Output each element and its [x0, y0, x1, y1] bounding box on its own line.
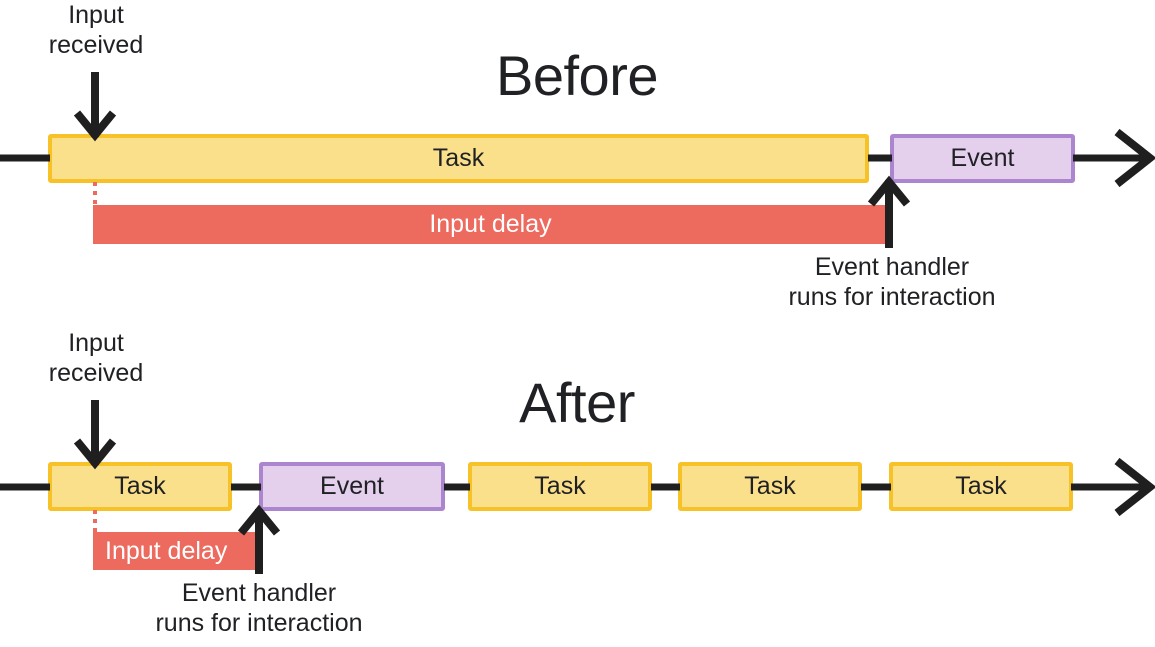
after-task-label-3: Task	[744, 472, 796, 500]
before-task-label: Task	[432, 144, 485, 172]
after-event-handler-line2: runs for interaction	[155, 609, 363, 637]
before-input-received-line2: received	[48, 31, 144, 59]
before-input-delay-guide	[93, 182, 97, 208]
after-task-block-1[interactable]: Task	[48, 462, 232, 511]
after-handler-arrow-head	[237, 504, 281, 536]
before-event-handler-line2: runs for interaction	[788, 283, 996, 311]
before-timeline-arrowhead	[1114, 128, 1155, 188]
after-event-block[interactable]: Event	[259, 462, 445, 511]
after-task-label-4: Task	[955, 472, 1007, 500]
after-input-delay-guide	[93, 510, 97, 534]
before-input-delay-bar: Input delay	[93, 205, 888, 244]
after-title: After	[519, 371, 635, 434]
before-input-received-label: Input received	[49, 0, 144, 60]
after-timeline-arrowhead	[1114, 457, 1155, 517]
after-input-delay-bar: Input delay	[93, 532, 258, 570]
after-input-delay-label: Input delay	[105, 536, 228, 565]
before-input-received-line1: Input	[68, 1, 124, 29]
before-event-handler-label: Event handler runs for interaction	[788, 252, 995, 312]
after-task-label-2: Task	[534, 472, 586, 500]
after-event-handler-label: Event handler runs for interaction	[155, 578, 362, 638]
before-event-block[interactable]: Event	[890, 134, 1075, 183]
after-task-block-2[interactable]: Task	[468, 462, 652, 511]
after-input-arrow-head	[73, 438, 117, 470]
after-task-block-4[interactable]: Task	[889, 462, 1073, 511]
after-input-received-label: Input received	[49, 328, 144, 388]
after-input-received-line1: Input	[68, 329, 124, 357]
before-handler-arrow-head	[867, 175, 911, 207]
before-event-label: Event	[950, 144, 1015, 172]
after-event-label: Event	[320, 472, 384, 500]
after-event-handler-line1: Event handler	[181, 579, 337, 607]
before-input-arrow-head	[73, 110, 117, 142]
before-input-delay-label: Input delay	[429, 210, 552, 238]
before-task-block[interactable]: Task	[48, 134, 869, 183]
after-input-received-line2: received	[48, 359, 144, 387]
before-event-handler-line1: Event handler	[814, 253, 970, 281]
before-title: Before	[496, 44, 659, 107]
after-task-label-1: Task	[114, 472, 166, 500]
after-task-block-3[interactable]: Task	[678, 462, 862, 511]
